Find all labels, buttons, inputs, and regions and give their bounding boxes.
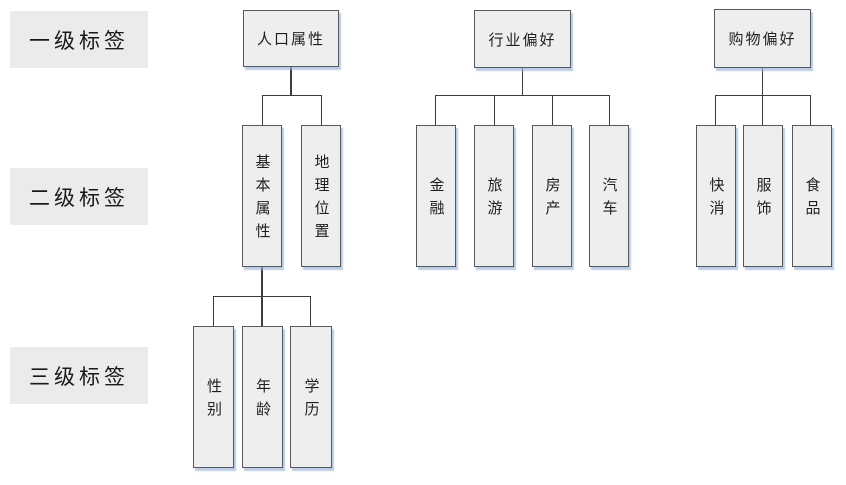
connector-basic-attrs-hbar xyxy=(213,296,311,297)
node-travel: 旅游 xyxy=(474,125,514,267)
node-shopping-preference: 购物偏好 xyxy=(714,9,811,68)
connector-demographic-trunk xyxy=(290,67,292,95)
node-demographic-attributes: 人口属性 xyxy=(243,10,339,67)
node-fmcg: 快消 xyxy=(696,125,736,267)
node-education-label: 学历 xyxy=(302,378,320,424)
connector-shopping-drop-left xyxy=(715,95,716,125)
connector-demographic-drop-left xyxy=(262,95,263,125)
connector-industry-trunk xyxy=(522,68,523,95)
node-real-estate: 房产 xyxy=(532,125,572,267)
connector-shopping-trunk xyxy=(762,68,763,125)
node-apparel: 服饰 xyxy=(743,125,783,267)
node-industry-preference: 行业偏好 xyxy=(474,10,571,68)
node-finance: 金融 xyxy=(416,125,456,267)
node-demographic-attributes-label: 人口属性 xyxy=(256,31,325,48)
connector-basic-attrs-drop-right xyxy=(310,296,311,326)
node-shopping-preference-label: 购物偏好 xyxy=(728,31,797,48)
node-basic-attributes-label: 基本属性 xyxy=(253,154,271,246)
node-gender-label: 性别 xyxy=(205,378,222,424)
connector-shopping-drop-right xyxy=(810,95,811,125)
node-apparel-label: 服饰 xyxy=(754,177,772,223)
node-finance-label: 金融 xyxy=(427,177,445,223)
node-age: 年龄 xyxy=(242,326,283,468)
node-automobile: 汽车 xyxy=(589,125,629,267)
connector-industry-drop-1 xyxy=(435,95,436,125)
node-basic-attributes: 基本属性 xyxy=(242,125,282,267)
row-label-level1: 一级标签 xyxy=(10,11,148,68)
connector-basic-attrs-drop-left xyxy=(213,296,214,326)
node-geographic-location: 地理位置 xyxy=(301,125,341,267)
row-label-level3: 三级标签 xyxy=(10,347,148,404)
node-travel-label: 旅游 xyxy=(485,177,503,223)
connector-industry-hbar xyxy=(435,95,610,96)
node-food-label: 食品 xyxy=(803,177,821,223)
node-real-estate-label: 房产 xyxy=(543,177,561,223)
row-label-level2: 二级标签 xyxy=(10,168,148,225)
connector-shopping-hbar xyxy=(715,95,811,96)
node-industry-preference-label: 行业偏好 xyxy=(488,31,557,49)
node-education: 学历 xyxy=(290,326,332,468)
node-fmcg-label: 快消 xyxy=(707,177,725,223)
connector-industry-drop-3 xyxy=(552,95,553,125)
node-geographic-location-label: 地理位置 xyxy=(312,154,330,246)
node-food: 食品 xyxy=(792,125,832,267)
node-automobile-label: 汽车 xyxy=(600,177,618,223)
connector-demographic-drop-right xyxy=(321,95,322,125)
connector-demographic-hbar xyxy=(262,95,322,96)
connector-industry-drop-4 xyxy=(609,95,610,125)
connector-industry-drop-2 xyxy=(494,95,495,125)
node-gender: 性别 xyxy=(193,326,234,468)
node-age-label: 年龄 xyxy=(254,378,271,424)
